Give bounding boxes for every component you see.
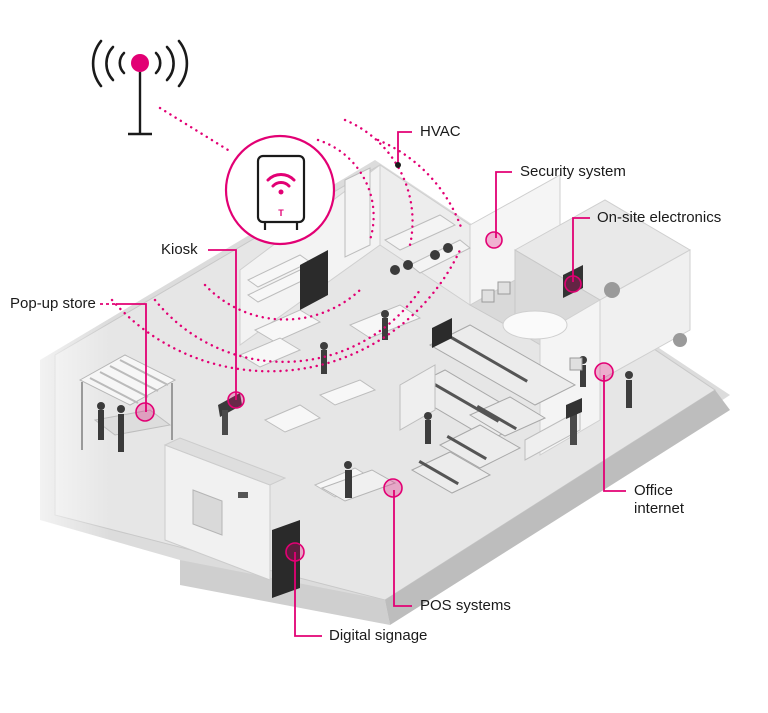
label-office-internet: Office internet: [634, 482, 714, 518]
marker-onsite: [564, 275, 582, 293]
label-digital-signage: Digital signage: [329, 627, 428, 644]
callout-lines: [116, 131, 626, 637]
label-office-line2: internet: [634, 500, 685, 517]
label-hvac: HVAC: [420, 123, 461, 140]
marker-pos: [383, 478, 403, 498]
marker-security: [485, 231, 503, 249]
wifi-coverage-rings: [110, 106, 464, 373]
label-on-site-electronics: On-site electronics: [597, 209, 722, 226]
callout-markers: [135, 231, 614, 562]
marker-popup: [135, 402, 155, 422]
label-office-line1: Office: [634, 482, 673, 499]
label-security-system: Security system: [520, 163, 626, 180]
wifi-router-icon: T: [224, 134, 336, 246]
label-kiosk: Kiosk: [161, 241, 198, 258]
marker-signage: [285, 542, 305, 562]
marker-kiosk: [227, 391, 245, 409]
store-building: [0, 160, 730, 625]
router-logo: T: [278, 208, 284, 218]
marker-hvac: [395, 162, 401, 168]
marker-office: [594, 362, 614, 382]
label-pop-up-store: Pop-up store: [10, 295, 96, 312]
label-pos-systems: POS systems: [420, 597, 511, 614]
cell-tower-icon: [91, 39, 189, 136]
